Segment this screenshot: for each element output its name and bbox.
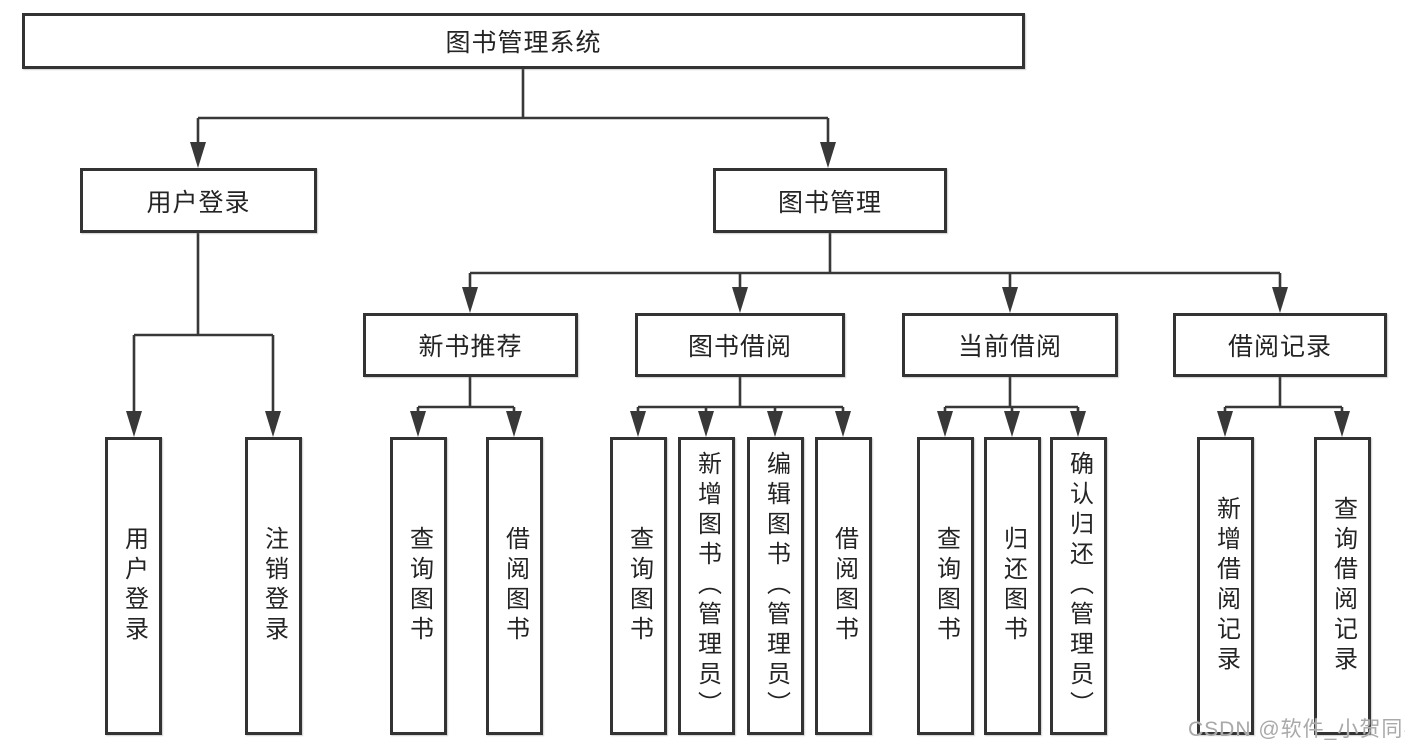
arrow-down-icon [126, 411, 142, 437]
node-label: 新书推荐 [418, 333, 523, 361]
node-label: 借阅图书 [830, 526, 858, 646]
leaf-query-books-2: 查询图书 [610, 437, 667, 735]
node-label: 图书管理系统 [445, 29, 602, 57]
arrow-down-icon [265, 411, 281, 437]
node-new-book-recommend: 新书推荐 [363, 313, 578, 377]
leaf-query-books-1: 查询图书 [390, 437, 447, 735]
arrow-down-icon [506, 411, 522, 437]
leaf-borrow-books-1: 借阅图书 [486, 437, 543, 735]
watermark-text: CSDN @软件_小贺同学 [1188, 718, 1405, 741]
node-current-borrow: 当前借阅 [902, 313, 1118, 377]
leaf-edit-books-admin: 编辑图书（管理员） [747, 437, 804, 735]
node-label: 注销登录 [260, 526, 288, 646]
arrow-down-icon [767, 411, 783, 437]
node-label: 用户登录 [146, 188, 251, 217]
arrow-down-icon [732, 287, 748, 313]
node-user-login: 用户登录 [80, 168, 317, 233]
node-label: 确认归还（管理员） [1065, 451, 1093, 721]
node-book-borrow: 图书借阅 [635, 313, 845, 377]
node-borrow-record: 借阅记录 [1173, 313, 1387, 377]
node-label: 用户登录 [120, 526, 148, 646]
connector-path [132, 69, 1344, 414]
node-label: 图书管理 [777, 188, 882, 217]
arrow-down-icon [1334, 411, 1350, 437]
leaf-logout: 注销登录 [245, 437, 302, 735]
leaf-add-books-admin: 新增图书（管理员） [678, 437, 735, 735]
leaf-confirm-return-admin: 确认归还（管理员） [1050, 437, 1107, 735]
arrow-down-icon [410, 411, 426, 437]
node-label: 查询借阅记录 [1329, 496, 1357, 676]
node-label: 查询图书 [405, 526, 433, 646]
node-book-management: 图书管理 [713, 168, 947, 233]
leaf-borrow-books-2: 借阅图书 [815, 437, 872, 735]
arrow-down-icon [630, 411, 646, 437]
arrow-down-icon [1070, 411, 1086, 437]
node-label: 借阅记录 [1227, 333, 1332, 361]
node-label: 借阅图书 [501, 526, 529, 646]
arrow-down-icon [1002, 287, 1018, 313]
arrow-down-icon [462, 287, 478, 313]
leaf-add-borrow-record: 新增借阅记录 [1197, 437, 1254, 735]
node-label: 编辑图书（管理员） [762, 451, 790, 721]
node-label: 图书借阅 [687, 333, 792, 361]
leaf-return-books: 归还图书 [984, 437, 1041, 735]
arrow-down-icon [190, 142, 206, 168]
leaf-query-books-3: 查询图书 [917, 437, 974, 735]
arrow-down-icon [835, 411, 851, 437]
arrow-down-icon [820, 142, 836, 168]
arrow-down-icon [937, 411, 953, 437]
leaf-user-login: 用户登录 [105, 437, 162, 735]
node-label: 查询图书 [932, 526, 960, 646]
arrow-down-icon [1004, 411, 1020, 437]
node-label: 新增图书（管理员） [693, 451, 721, 721]
arrow-down-icon [1272, 287, 1288, 313]
arrow-down-icon [1217, 411, 1233, 437]
leaf-query-borrow-record: 查询借阅记录 [1314, 437, 1371, 735]
node-label: 当前借阅 [957, 333, 1062, 361]
node-label: 查询图书 [625, 526, 653, 646]
node-label: 新增借阅记录 [1212, 496, 1240, 676]
arrow-down-icon [698, 411, 714, 437]
node-label: 归还图书 [999, 526, 1027, 646]
node-library-system: 图书管理系统 [22, 13, 1025, 69]
